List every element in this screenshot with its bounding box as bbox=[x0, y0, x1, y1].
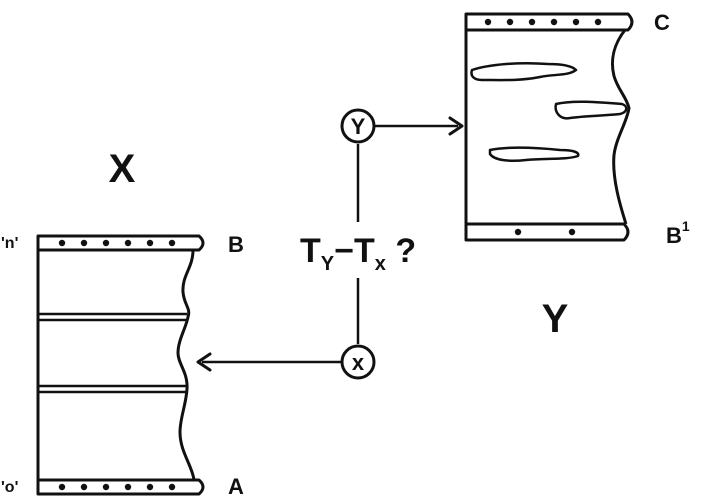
arrow-left-icon bbox=[196, 352, 212, 372]
connectors bbox=[202, 124, 458, 364]
lens-upper bbox=[470, 62, 578, 82]
node-y-label: Y bbox=[351, 114, 366, 139]
lens-lower bbox=[488, 146, 580, 162]
layer-line-lower bbox=[38, 384, 187, 394]
layer-line-upper bbox=[38, 312, 187, 322]
arrow-right-icon bbox=[448, 116, 464, 136]
marker-o: 'o' bbox=[1, 479, 18, 496]
band-a bbox=[36, 478, 205, 496]
label-b-prime-mark: 1 bbox=[682, 218, 690, 234]
section-x-dots bbox=[58, 239, 176, 491]
section-x bbox=[36, 234, 205, 496]
band-b-prime bbox=[464, 222, 630, 242]
node-y: Y bbox=[340, 108, 376, 144]
section-y-right-wall bbox=[610, 29, 631, 225]
band-b bbox=[36, 234, 205, 252]
node-x-label: x bbox=[352, 350, 365, 375]
band-c bbox=[464, 12, 634, 32]
section-y bbox=[464, 12, 634, 242]
label-b-prime: B1 bbox=[666, 218, 690, 248]
section-y-dots bbox=[484, 18, 602, 236]
title-y: Y bbox=[542, 297, 569, 341]
marker-n: 'n' bbox=[1, 235, 18, 252]
lens-middle bbox=[554, 100, 628, 120]
question-label: TY−Tx ? bbox=[300, 232, 416, 275]
label-a: A bbox=[228, 474, 244, 497]
node-x: x bbox=[340, 344, 376, 380]
section-x-right-wall bbox=[176, 249, 196, 481]
title-x: X bbox=[109, 147, 136, 191]
label-b: B bbox=[228, 232, 244, 257]
label-c: C bbox=[654, 10, 670, 35]
